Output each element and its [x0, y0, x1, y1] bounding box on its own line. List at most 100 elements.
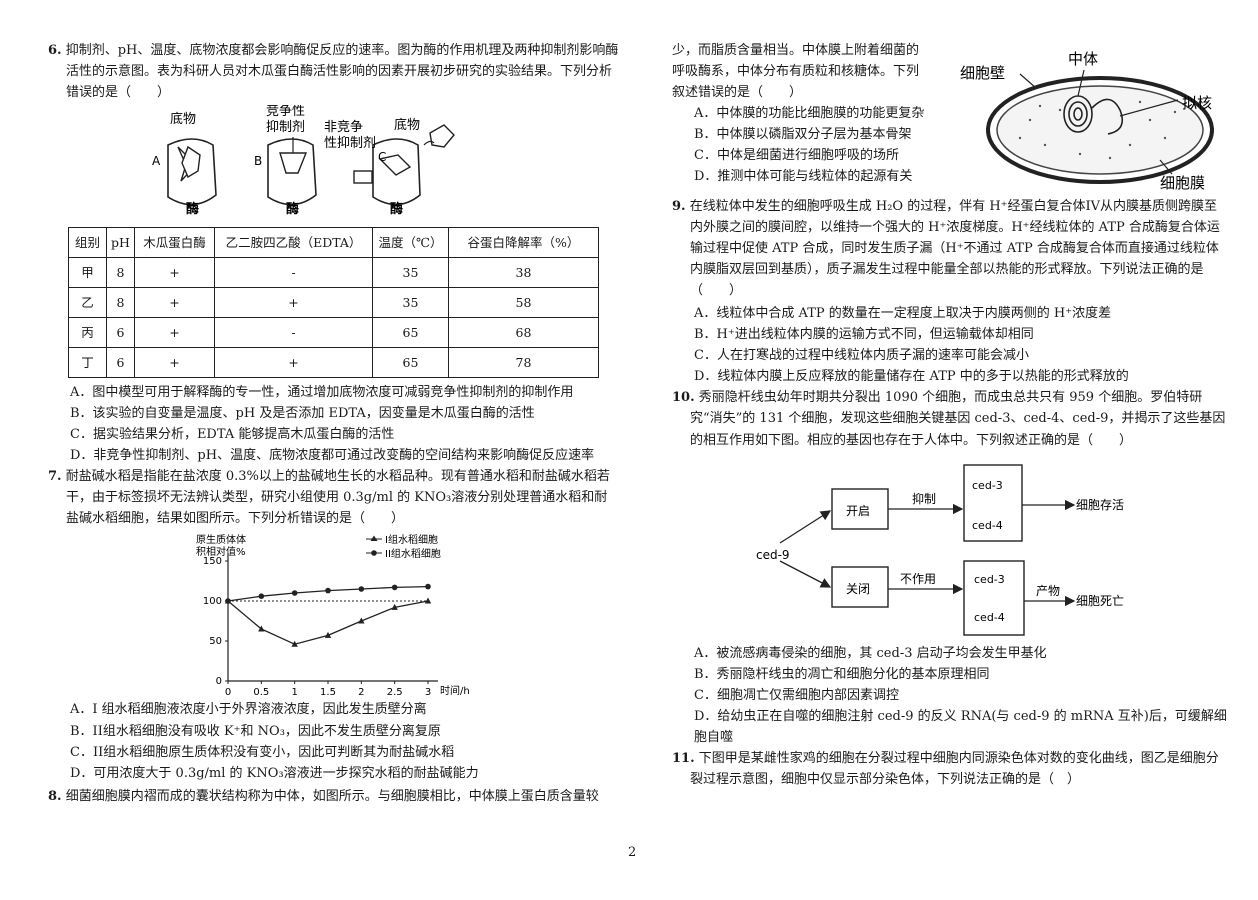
cell-membrane-label: 细胞膜	[1160, 174, 1205, 192]
option-c: C．人在打寒战的过程中线粒体内质子漏的速率可能会减小	[694, 348, 1029, 364]
table-header: 谷蛋白降解率（%）	[448, 227, 599, 259]
table-cell: 65	[372, 347, 449, 379]
y-tick-label: 150	[203, 556, 222, 567]
option-d: D．可用浓度大于 0.3g/ml 的 KNO₃溶液进一步探究水稻的耐盐碱能力	[70, 765, 479, 781]
cell-death-label: 细胞死亡	[1076, 594, 1124, 608]
series-1-point	[358, 617, 365, 624]
question-number: 11.	[672, 750, 695, 766]
stem-line: 少，而脂质含量相当。中体膜上附着细菌的	[672, 43, 920, 58]
table-cell: 68	[448, 317, 599, 349]
table-header: 温度（℃）	[372, 227, 449, 259]
question-text: 细菌细胞膜内褶而成的囊状结构称为中体，如图所示。与细胞膜相比，中体膜上蛋白质含量…	[65, 788, 599, 804]
stem-line: 叙述错误的是（ ）	[672, 85, 803, 101]
noncompetitive-inhibitor-label-2: 性抑制剂	[324, 136, 376, 151]
ced3-bottom-label: ced-3	[974, 573, 1005, 586]
question-8-stem-right: 少，而脂质含量相当。中体膜上附着细菌的 呼吸酶系，中体分布有质粒和核糖体。下列 …	[672, 40, 944, 187]
x-tick-label: 1.5	[320, 687, 336, 698]
table-cell: 35	[372, 287, 449, 319]
competitive-inhibitor-label-1: 竞争性	[266, 105, 305, 119]
table-cell: +	[214, 287, 373, 319]
ced3-top-label: ced-3	[972, 479, 1003, 492]
series-2-point	[225, 598, 231, 605]
question-11-stem: 11. 下图甲是某雌性家鸡的细胞在分裂过程中细胞内同源染色体对数的变化曲线，图乙…	[672, 748, 1228, 790]
option-d: D．推测中体可能与线粒体的起源有关	[694, 169, 913, 185]
table-header: 乙二胺四乙酸（EDTA）	[214, 227, 373, 259]
table-cell: 65	[372, 317, 449, 349]
option-d: D．非竞争性抑制剂、pH、温度、底物浓度都可通过改变酶的空间结构来影响酶促反应速…	[70, 448, 595, 464]
question-9-stem: 9. 在线粒体中发生的细胞呼吸生成 H₂O 的过程，伴有 H⁺经蛋白复合体IV从…	[672, 196, 1228, 301]
x-tick-label: 2.5	[387, 687, 403, 698]
question-text: 秀丽隐杆线虫幼年时期共分裂出 1090 个细胞，而成虫总共只有 959 个细胞。…	[690, 390, 1226, 448]
table-header-row: 组别 pH 木瓜蛋白酶 乙二胺四乙酸（EDTA） 温度（℃） 谷蛋白降解率（%）	[68, 227, 599, 259]
series-2-point	[325, 588, 331, 594]
series-2-point	[425, 584, 431, 590]
table-cell: 35	[372, 257, 449, 289]
enzyme-experiment-table: 组别 pH 木瓜蛋白酶 乙二胺四乙酸（EDTA） 温度（℃） 谷蛋白降解率（%）…	[68, 227, 599, 379]
table-cell: +	[134, 257, 215, 289]
chart-series	[224, 584, 432, 648]
ced4-top-label: ced-4	[972, 519, 1003, 532]
table-cell: 8	[106, 287, 135, 319]
right-column: 少，而脂质含量相当。中体膜上附着细菌的 呼吸酶系，中体分布有质粒和核糖体。下列 …	[672, 40, 1228, 792]
option-c: C．中体是细菌进行细胞呼吸的场所	[694, 148, 899, 164]
question-8-continued: 少，而脂质含量相当。中体膜上附着细菌的 呼吸酶系，中体分布有质粒和核糖体。下列 …	[672, 40, 1228, 196]
table-cell: 6	[106, 347, 135, 379]
stem-line: 呼吸酶系，中体分布有质粒和核糖体。下列	[672, 64, 920, 80]
no-effect-label: 不作用	[900, 572, 936, 586]
gene-flow-diagram: ced-9 开启 抑制 ced-3 ced-4 细胞存活 关闭 不作用 ced-…	[756, 463, 1124, 636]
option-b: B．H⁺进出线粒体内膜的运输方式不同，但运输载体却相同	[694, 327, 1034, 343]
table-cell: 78	[448, 347, 599, 379]
y-axis-label-1: 原生质体体	[196, 533, 246, 546]
table-cell: 58	[448, 287, 599, 319]
question-text: 耐盐碱水稻是指能在盐浓度 0.3%以上的盐碱地生长的水稻品种。现有普通水稻和耐盐…	[65, 469, 610, 527]
cell-wall-label: 细胞壁	[960, 64, 1005, 82]
table-cell: -	[214, 317, 373, 349]
option-d: D．给幼虫正在自噬的细胞注射 ced-9 的反义 RNA(与 ced-9 的 m…	[694, 708, 1227, 745]
enzyme-label-b: 酶	[286, 201, 299, 217]
table-header: 组别	[68, 227, 107, 259]
option-a: A．I 组水稻细胞液浓度小于外界溶液浓度，因此发生质壁分离	[70, 702, 427, 718]
inhibit-label: 抑制	[912, 491, 936, 506]
table-cell: +	[214, 347, 373, 379]
option-a: A．图中模型可用于解释酶的专一性，通过增加底物浓度可减弱竞争性抑制剂的抑制作用	[70, 385, 574, 401]
substrate-label: 底物	[170, 111, 196, 127]
product-label: 产物	[1036, 584, 1060, 598]
enzyme-label-a: 酶	[186, 201, 199, 217]
ced4-bottom-label: ced-4	[974, 611, 1005, 624]
question-text: 抑制剂、pH、温度、底物浓度都会影响酶促反应的速率。图为酶的作用机理及两种抑制剂…	[65, 43, 619, 101]
table-cell: 38	[448, 257, 599, 289]
label-b: B	[254, 154, 262, 168]
table-header: 木瓜蛋白酶	[134, 227, 215, 259]
open-box	[831, 487, 889, 530]
open-label: 开启	[846, 504, 870, 518]
option-b: B．秀丽隐杆线虫的凋亡和细胞分化的基本原理相同	[694, 666, 990, 682]
series-2-point	[291, 590, 298, 597]
y-tick-label: 0	[216, 676, 222, 687]
series-1-point	[391, 604, 398, 611]
table-cell: 8	[106, 257, 135, 289]
substrate-label-c: 底物	[394, 117, 420, 133]
x-tick-label: 2	[358, 687, 364, 698]
line-chart: 原生质体体 积相对值% 时间/h I组水稻细胞 II组水稻细胞 05010015…	[196, 533, 470, 698]
x-tick-label: 0.5	[253, 687, 269, 698]
competitive-inhibitor-label-2: 抑制剂	[266, 120, 305, 135]
series-1-point	[424, 597, 432, 604]
series-1-legend-marker	[370, 535, 378, 542]
table-cell: +	[134, 287, 215, 319]
table-cell: 乙	[68, 287, 107, 319]
series-2-point	[258, 593, 265, 600]
ced3-ced4-box-bottom	[963, 559, 1025, 636]
table-row: 乙 8 + + 35 58	[68, 287, 599, 319]
x-tick-label: 0	[225, 687, 231, 698]
legend-series-2: II组水稻细胞	[385, 547, 441, 560]
question-8-stem-left: 8. 细菌细胞膜内褶而成的囊状结构称为中体，如图所示。与细胞膜相比，中体膜上蛋白…	[48, 786, 620, 807]
table-row: 丙 6 + - 65 68	[68, 317, 599, 349]
y-tick-label: 100	[203, 596, 222, 607]
enzyme-diagram: 酶 底物 A 酶 竞争性 抑制剂 B 酶 非竞争 性抑制剂	[152, 103, 455, 217]
x-tick-label: 1	[291, 687, 297, 698]
ced3-ced4-box-top	[963, 463, 1023, 542]
series-2-point	[391, 585, 398, 591]
chart-legend: I组水稻细胞 II组水稻细胞	[366, 533, 441, 560]
question-number: 10.	[672, 390, 695, 406]
